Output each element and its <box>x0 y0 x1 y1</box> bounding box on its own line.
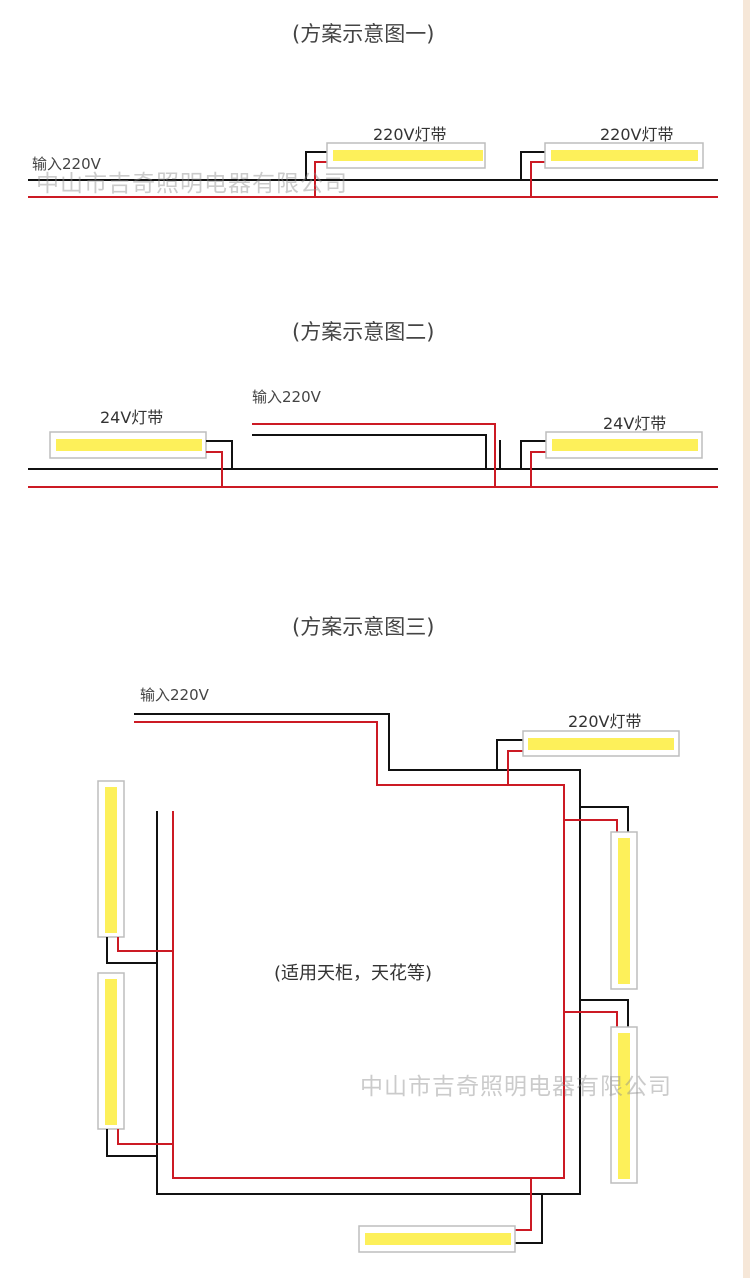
d3-top-strip-black-lead <box>496 739 524 770</box>
d2-input-red-wire <box>252 423 496 487</box>
d2-led-strip-left-light <box>56 439 202 451</box>
d2-led-strip-right-light <box>552 439 698 451</box>
diagram3-input-label: 输入220V <box>140 686 209 704</box>
d3-right-lower-red-lead <box>564 1011 618 1028</box>
d1-strip2-red-lead <box>530 161 547 197</box>
d3-led-strip-left-upper-light <box>105 787 117 933</box>
d3-led-strip-right-lower-light <box>618 1033 630 1179</box>
diagram1-wiring <box>28 142 718 198</box>
d3-right-upper-red-lead <box>564 819 618 834</box>
diagram3-strip-label-top: 220V灯带 <box>568 712 642 731</box>
d3-left-upper-black-lead <box>106 937 157 964</box>
d1-strip1-red-lead <box>314 161 331 197</box>
d3-top-strip-red-lead <box>507 750 524 785</box>
watermark-top: 中山市吉奇照明电器有限公司 <box>36 171 348 197</box>
d1-led-strip-2-light <box>551 150 698 161</box>
d3-bottom-black-lead <box>514 1194 543 1244</box>
d3-input-red-wire <box>134 721 565 1179</box>
d2-left-red-lead <box>206 451 223 487</box>
d1-led-strip-1-light <box>333 150 483 161</box>
diagram1-title: (方案示意图一) <box>292 22 435 46</box>
page-edge-strip <box>743 0 750 1278</box>
d3-led-strip-left-lower-light <box>105 979 117 1125</box>
diagram3-title: (方案示意图三) <box>292 615 435 639</box>
d3-led-strip-top-light <box>528 738 674 750</box>
diagram1-input-label: 输入220V <box>32 155 101 173</box>
d2-left-black-lead <box>206 440 233 469</box>
diagram2-input-label: 输入220V <box>252 388 321 406</box>
d3-left-lower-red-lead <box>117 1129 173 1145</box>
d3-led-strip-right-upper-light <box>618 838 630 984</box>
diagram3-caption: (适用天柜，天花等) <box>274 963 433 984</box>
d2-right-red-lead <box>530 451 547 487</box>
d3-input-black-wire <box>134 713 581 1195</box>
d3-led-strip-bottom-light <box>365 1233 511 1245</box>
d2-right-black-lead <box>520 440 547 469</box>
diagram2-wiring <box>28 423 718 488</box>
diagram2-title: (方案示意图二) <box>292 320 435 344</box>
d1-strip2-black-lead <box>520 151 547 180</box>
d3-bottom-red-lead <box>514 1178 532 1231</box>
diagram1-strip-label-2: 220V灯带 <box>600 125 674 144</box>
d2-input-black-wire <box>252 434 487 469</box>
d3-right-upper-black-lead <box>580 806 629 834</box>
diagram2-strip-label-right: 24V灯带 <box>603 414 667 433</box>
diagram1-strip-label-1: 220V灯带 <box>373 125 447 144</box>
d3-left-lower-black-lead <box>106 1129 157 1157</box>
watermark-bottom: 中山市吉奇照明电器有限公司 <box>360 1074 672 1100</box>
diagram2-strip-label-left: 24V灯带 <box>100 408 164 427</box>
d1-strip1-black-lead <box>305 151 331 180</box>
d3-left-upper-red-lead <box>117 937 173 952</box>
diagram3-wiring <box>97 713 680 1253</box>
d3-right-lower-black-lead <box>580 999 629 1028</box>
